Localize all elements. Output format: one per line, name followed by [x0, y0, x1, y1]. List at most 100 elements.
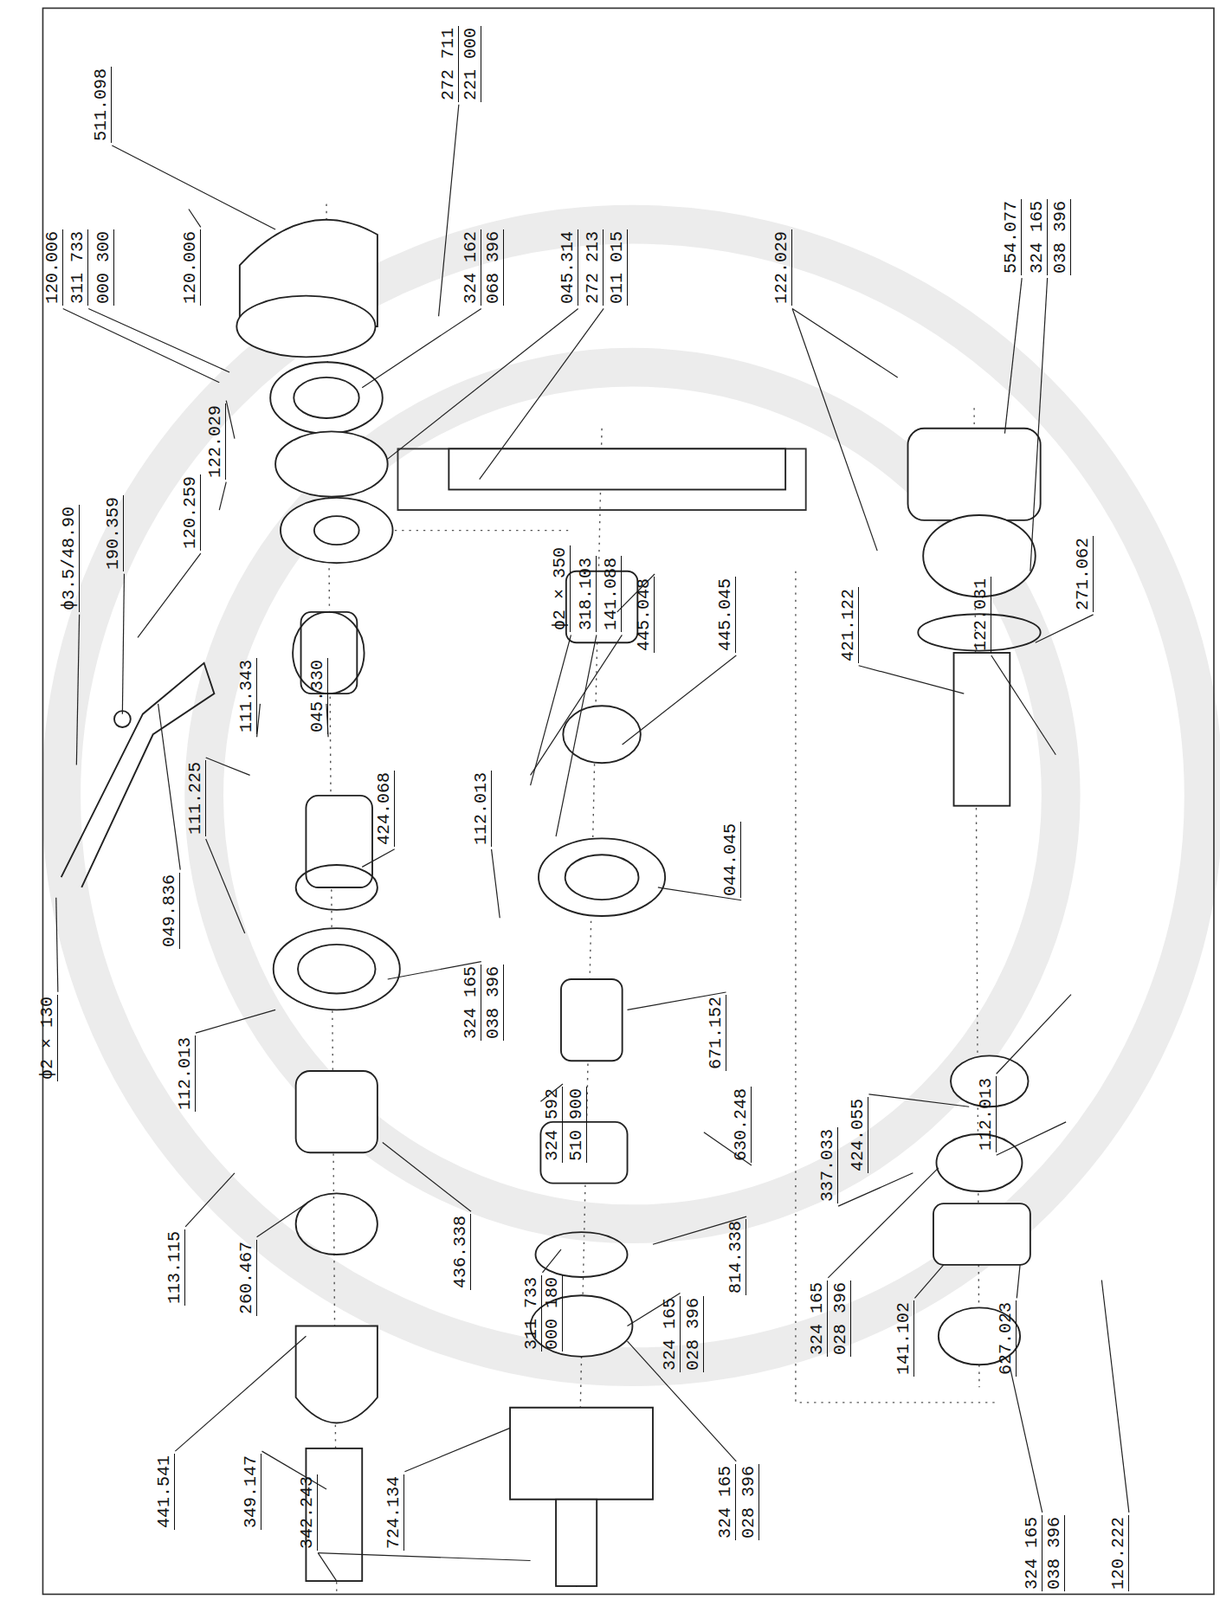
callout-number: 436.338: [451, 1213, 472, 1291]
callout-number: 221 000: [461, 25, 482, 103]
leader-line: [63, 308, 220, 382]
callout-number: 445.048: [634, 576, 655, 653]
callout-number: 554.077: [1001, 199, 1022, 276]
leader-line: [479, 308, 604, 479]
callout-number: 120.006: [180, 229, 201, 306]
leader-line: [1016, 1265, 1020, 1299]
callout-number: 112.013: [471, 770, 492, 847]
callout-number: 045.314: [558, 229, 579, 306]
leader-line: [1009, 1367, 1042, 1513]
callout-number: 038 396: [1051, 199, 1072, 276]
callout-number: 311 733: [522, 1275, 543, 1352]
leader-line: [361, 849, 394, 868]
leader-line: [317, 1553, 336, 1582]
callout-number: 000 300: [94, 229, 115, 306]
callout-number: 421.122: [839, 587, 859, 664]
leader-line: [530, 634, 572, 786]
leader-line: [111, 145, 276, 230]
callout-number: 112.013: [976, 1076, 997, 1153]
leader-line: [122, 574, 124, 715]
leader-line: [827, 1168, 939, 1279]
callout-number: 630.248: [731, 1086, 752, 1163]
leader-line: [257, 703, 261, 737]
leader-line: [996, 1122, 1066, 1156]
leader-line: [555, 634, 597, 837]
leader-line: [627, 1341, 737, 1462]
callout-number: 044.045: [721, 821, 742, 898]
callout-number: 510 900: [567, 1086, 588, 1163]
callout-number: 324 165: [461, 964, 482, 1041]
leader-line: [76, 614, 79, 766]
callout-number: 424.068: [374, 770, 395, 847]
callout-number: 038 396: [484, 964, 504, 1041]
callout-number: 111.225: [186, 760, 207, 837]
leader-line: [1035, 614, 1094, 643]
callout-number: 260.467: [237, 1239, 258, 1317]
leader-line: [792, 308, 878, 551]
callout-number: 112.013: [175, 1035, 196, 1112]
callout-number: 120.006: [43, 229, 64, 306]
callout-number: 068 396: [484, 229, 504, 306]
callout-number: 324 165: [807, 1280, 828, 1357]
callout-number: 671.152: [706, 994, 727, 1072]
callout-number: 324 165: [1022, 1515, 1043, 1592]
callout-number: 324 162: [461, 229, 482, 306]
leader-line: [137, 553, 201, 638]
callout-number: ϕ2 × 130: [38, 994, 59, 1082]
leader-line: [858, 665, 965, 694]
leader-line: [188, 209, 201, 228]
callout-number: 120.222: [1109, 1515, 1130, 1592]
leader-line: [404, 1427, 510, 1472]
callout-number: 342.243: [297, 1474, 318, 1551]
callout-number: 627.023: [996, 1300, 1017, 1377]
leader-line: [219, 482, 226, 510]
leader-line: [174, 1336, 306, 1452]
leader-line: [996, 994, 1072, 1075]
leader-line: [56, 897, 59, 993]
callout-number: 190.359: [103, 495, 124, 572]
callout-number: 424.055: [848, 1097, 869, 1174]
leader-line: [438, 104, 459, 317]
callout-number: 441.541: [154, 1453, 175, 1530]
leader-line: [1004, 277, 1022, 434]
leader-line: [206, 839, 246, 934]
callout-number: 324 165: [1027, 199, 1048, 276]
callout-number: 045.330: [308, 658, 329, 735]
callout-number: 324 165: [660, 1296, 681, 1373]
leader-line: [225, 400, 235, 439]
callout-number: ϕ2 × 350: [550, 545, 571, 633]
leader-line: [88, 308, 230, 373]
callout-number: 324 165: [716, 1464, 736, 1541]
leader-line: [792, 308, 898, 377]
callout-number: 122.029: [206, 403, 226, 480]
callout-number: 028 396: [831, 1280, 852, 1357]
callout-number: 511.098: [91, 66, 112, 143]
callout-number: 272 711: [438, 25, 459, 103]
leader-line: [991, 655, 1057, 756]
leader-line: [185, 1173, 235, 1227]
leader-line: [382, 1142, 472, 1212]
callout-number: 271.062: [1073, 535, 1094, 613]
leader-line: [914, 1265, 943, 1299]
leader-line: [868, 1094, 969, 1107]
leader-line: [622, 655, 737, 745]
callout-number: 324 592: [542, 1086, 563, 1163]
callout-number: ϕ3.5/48.90: [59, 504, 80, 613]
leader-line: [530, 634, 623, 775]
callout-number: 337.033: [818, 1127, 839, 1204]
callout-number: 445.045: [716, 576, 736, 653]
callout-number: 011 015: [607, 229, 628, 306]
leader-line: [195, 1009, 276, 1033]
callout-number: 272 213: [583, 229, 604, 306]
leader-line: [1030, 277, 1048, 572]
leader-line: [158, 703, 181, 871]
callout-number: 122.029: [772, 229, 793, 306]
callout-number: 311 733: [68, 229, 89, 306]
callout-number: 318.103: [576, 555, 597, 633]
callout-number: 814.338: [726, 1219, 747, 1296]
callout-number: 122.031: [971, 576, 992, 653]
callout-number: 141.088: [601, 555, 622, 633]
leader-line: [361, 308, 482, 388]
callout-number: 120.259: [180, 474, 201, 551]
